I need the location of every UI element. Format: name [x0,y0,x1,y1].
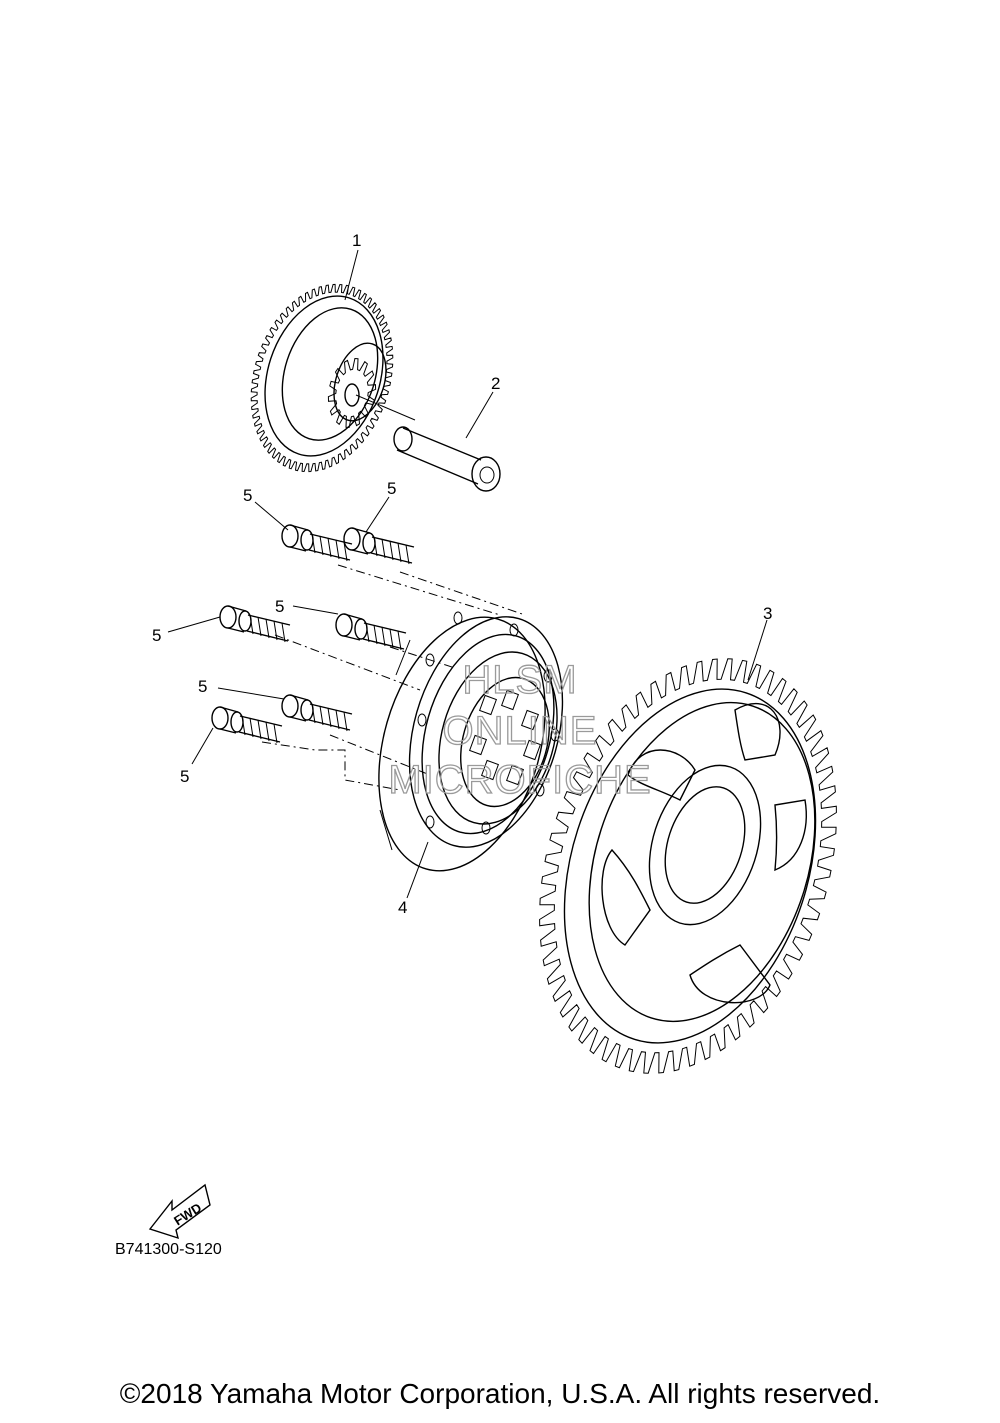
idler-gear-part-1 [250,283,394,473]
watermark-line-2: ONLINE [443,709,598,753]
leader-lines [167,249,768,899]
watermark-line-1: HLSM [462,658,577,702]
callout-labels: 1 2 3 4 5 5 5 5 5 5 [152,231,772,917]
shaft-part-2 [355,394,501,492]
callout-part-1: 1 [352,231,361,250]
callout-part-5: 5 [387,479,396,498]
forward-arrow-icon: FWD [148,1183,211,1240]
callout-part-4: 4 [398,898,407,917]
bolts-part-5 [211,524,415,744]
callout-part-2: 2 [491,374,500,393]
callout-part-5: 5 [275,597,284,616]
fwd-label: FWD [171,1200,204,1228]
alignment-lines [261,564,526,791]
copyright-notice: ©2018 Yamaha Motor Corporation, U.S.A. A… [119,1378,881,1409]
callout-part-5: 5 [198,677,207,696]
starter-wheel-gear-part-3 [539,658,837,1074]
diagram-reference-code: B741300-S120 [115,1241,222,1258]
watermark: HLSM ONLINE MICROFICHE [388,657,652,802]
callout-part-5: 5 [152,626,161,645]
callout-part-3: 3 [763,604,772,623]
callout-part-5: 5 [180,767,189,786]
watermark-line-3: MICROFICHE [388,758,651,802]
starter-clutch-part-4 [378,611,564,872]
callout-part-5: 5 [243,486,252,505]
